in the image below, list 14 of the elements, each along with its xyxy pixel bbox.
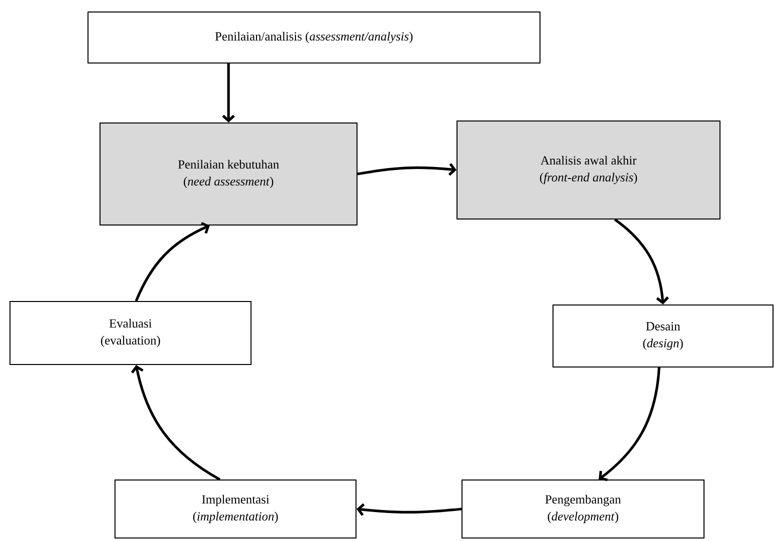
process-box: Desain (design) <box>552 304 774 368</box>
arrow <box>222 64 235 122</box>
process-box: Pengembangan (development) <box>462 479 704 538</box>
process-box: Evaluasi (evaluation) <box>10 300 252 365</box>
process-box: Penilaian/analisis (assessment/analysis) <box>88 12 540 64</box>
arrow <box>357 163 456 176</box>
process-box: Implementasi (implementation) <box>114 479 356 538</box>
arrow <box>598 367 660 482</box>
arrow <box>134 222 210 302</box>
arrow <box>131 364 220 481</box>
process-box: Analisis awal akhir (front-end analysis) <box>456 120 720 220</box>
process-box: Penilaian kebutuhan (need assessment) <box>100 122 358 226</box>
arrow <box>614 218 669 304</box>
arrow <box>356 503 462 516</box>
